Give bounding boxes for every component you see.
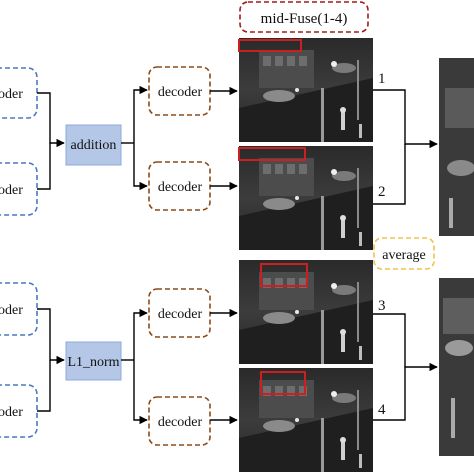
encoder-box-4 [0, 384, 38, 438]
connector-to-decoder-4 [133, 360, 148, 425]
connector-enc4-l1norm [37, 360, 51, 412]
decoder-label-1: decoder [158, 85, 203, 100]
fusion-addition-label: addition [71, 138, 117, 153]
highlight-box-3 [260, 263, 308, 287]
decoder-label-2: decoder [158, 180, 203, 195]
encoder-box-2 [0, 162, 38, 216]
connector-enc1-addition [37, 92, 65, 148]
fused-image-2 [238, 146, 373, 250]
encoder-box-3 [0, 282, 38, 336]
connector-image1-merge [373, 89, 438, 149]
fused-image-3 [239, 260, 373, 364]
encoder-label-1: oder [0, 87, 23, 102]
figure-title: mid-Fuse(1-4) [261, 11, 348, 27]
output-number-3: 3 [378, 298, 386, 314]
encoder-label-4: oder [0, 405, 23, 420]
average-label: average [382, 248, 426, 263]
highlight-box-1 [238, 39, 302, 52]
decoder-label-4: decoder [158, 415, 203, 430]
connector-enc3-l1norm [37, 308, 65, 365]
title-box [239, 1, 369, 33]
highlight-box-4 [260, 371, 306, 395]
connector-enc2-addition [37, 143, 51, 190]
fusion-l1norm-box [65, 341, 122, 381]
merged-image-upper [439, 58, 474, 236]
decoder-label-3: decoder [158, 307, 203, 322]
decoder-box-4 [148, 396, 211, 446]
encoder-box-1 [0, 67, 38, 119]
output-number-1: 1 [378, 71, 386, 87]
average-box [373, 237, 435, 270]
fusion-l1norm-label: L1_norm [67, 355, 119, 370]
connector-to-decoder-3 [133, 308, 148, 360]
connector-to-decoder-1 [133, 85, 148, 143]
connector-to-decoder-2 [133, 143, 148, 191]
fused-image-4 [239, 368, 373, 472]
merged-image-lower [439, 278, 474, 456]
connector-image2-merge [373, 144, 406, 205]
encoder-label-2: oder [0, 183, 23, 198]
encoder-label-3: oder [0, 303, 23, 318]
fusion-addition-box [65, 124, 122, 166]
connector-image4-merge [373, 367, 406, 421]
connector-image3-merge [373, 313, 438, 372]
output-number-2: 2 [378, 184, 386, 200]
output-number-4: 4 [378, 402, 386, 418]
highlight-box-2 [238, 147, 306, 161]
fused-image-1 [238, 38, 373, 142]
